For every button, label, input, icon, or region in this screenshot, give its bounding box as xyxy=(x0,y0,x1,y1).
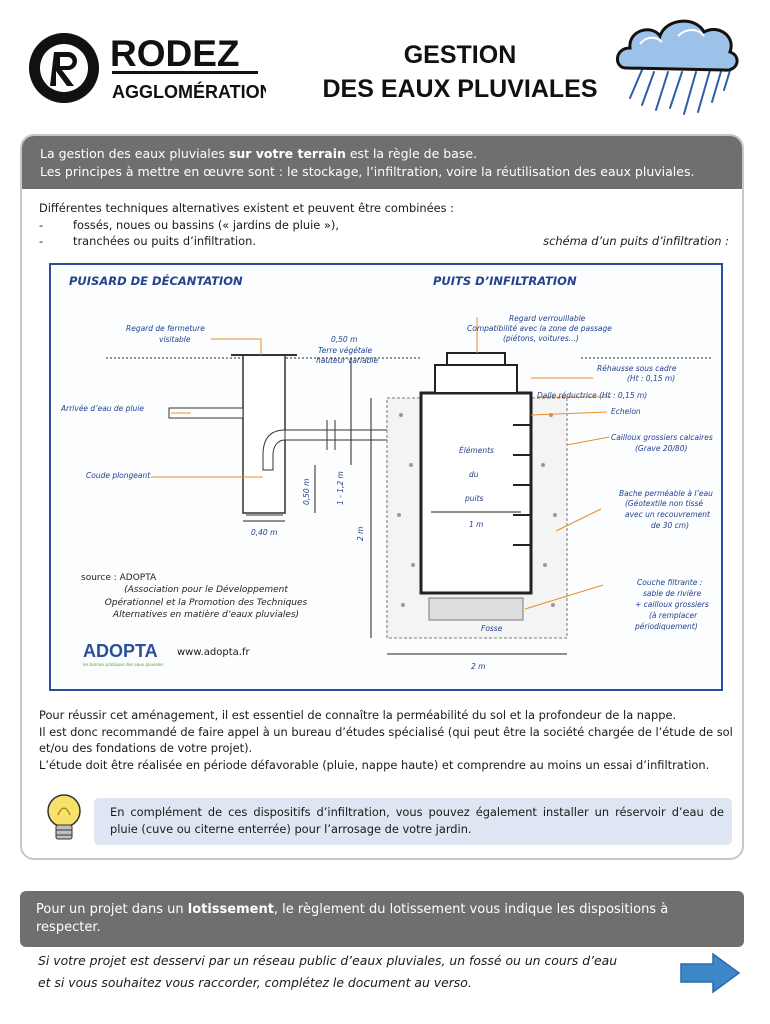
label-cailloux-grossiers: + cailloux grossiers xyxy=(635,600,709,609)
label-regard-fermeture-2: visitable xyxy=(159,335,191,344)
advice-line-2: Il est donc recommandé de faire appel à … xyxy=(39,724,733,756)
lotissement-bold-text: lotissement xyxy=(187,902,274,917)
rain-cloud-icon xyxy=(612,10,742,120)
rodez-r-logo-icon: RODEZ AGGLOMÉRATION xyxy=(29,33,273,103)
diagram-source: source : ADOPTA (Association pour le Dév… xyxy=(81,572,311,621)
schema-caption: schéma d’un puits d’infiltration : xyxy=(543,234,729,248)
label-recouvrement: avec un recouvrement xyxy=(625,510,711,519)
label-echelon: Echelon xyxy=(611,407,641,416)
label-rehausse: Réhausse sous cadre xyxy=(597,364,677,373)
label-terre-vegetale: Terre végétale xyxy=(318,346,372,355)
label-compatibilite: Compatibilité avec la zone de passage xyxy=(467,324,612,333)
label-dim-040: 0,40 m xyxy=(251,528,277,537)
bullet-marker: - xyxy=(39,234,44,248)
arrow-right-icon xyxy=(679,952,741,994)
bullet-text: fossés, noues ou bassins (« jardins de p… xyxy=(73,217,339,232)
label-grave: (Grave 20/80) xyxy=(635,444,687,453)
label-regard-fermeture: Regard de fermeture xyxy=(126,324,205,333)
label-cailloux: Cailloux grossiers calcaires xyxy=(611,433,713,442)
rodez-agglomeration-logo: RODEZ AGGLOMÉRATION xyxy=(26,28,273,108)
tip-rainwater-tank: En complément de ces dispositifs d’infil… xyxy=(94,798,732,845)
lightbulb-icon xyxy=(42,791,86,847)
label-puits: puits xyxy=(464,494,484,503)
label-regard-verrouillable: Regard verrouillable xyxy=(509,314,586,323)
left-diagram-title: PUISARD DE DÉCANTATION xyxy=(69,273,243,288)
adopta-logo-text: ADOPTA xyxy=(83,641,158,661)
advice-paragraph: Pour réussir cet aménagement, il est ess… xyxy=(39,707,739,773)
banner-line-2: Les principes à mettre en œuvre sont : l… xyxy=(40,164,695,179)
label-pietons: (piétons, voitures...) xyxy=(503,334,579,343)
lotissement-banner: Pour un projet dans un lotissement, le r… xyxy=(20,891,744,947)
title-line-2: DES EAUX PLUVIALES xyxy=(322,75,598,103)
label-du: du xyxy=(469,470,479,479)
adopta-website: www.adopta.fr xyxy=(177,647,250,658)
banner-line-1: La gestion des eaux pluviales sur votre … xyxy=(40,145,724,163)
bullet-marker: - xyxy=(39,217,44,232)
label-bache: Bache perméable à l’eau xyxy=(619,489,713,498)
label-geotextile: (Géotextile non tissé xyxy=(625,499,703,508)
lotissement-text: , le règlement du lotissement vous indiq… xyxy=(36,902,669,935)
techniques-lead: Différentes techniques alternatives exis… xyxy=(39,201,454,215)
bullet-item: - tranchées ou puits d’infiltration. schém… xyxy=(39,233,729,250)
label-dim-2m-horizontal: 2 m xyxy=(471,662,485,671)
banner-text: est la règle de base. xyxy=(345,146,478,161)
techniques-intro: Différentes techniques alternatives exis… xyxy=(39,200,729,250)
advice-line-3: L’étude doit être réalisée en période dé… xyxy=(39,757,710,772)
source-label: source : ADOPTA xyxy=(81,573,157,583)
label-dim-1m: 1 m xyxy=(469,520,483,529)
label-sable: sable de rivière xyxy=(643,589,701,598)
logo-brand: RODEZ xyxy=(110,33,240,74)
label-couche: Couche filtrante : xyxy=(637,578,702,587)
label-periodiquement: périodiquement) xyxy=(634,622,698,631)
page-title: GESTION DES EAUX PLUVIALES xyxy=(300,38,620,106)
footer-instructions: Si votre projet est desservi par un rése… xyxy=(38,950,648,994)
bullet-item: - fossés, noues ou bassins (« jardins de … xyxy=(39,217,729,234)
label-a-remplacer: (à remplacer xyxy=(649,611,698,620)
banner-bold-text: sur votre terrain xyxy=(228,146,346,161)
label-dim-1-1-2: 1 - 1,2 m xyxy=(336,471,345,505)
label-elements: Éléments xyxy=(459,446,494,455)
label-coude: Coude plongeant xyxy=(86,471,151,480)
schema-drawing: PUISARD DE DÉCANTATION PUITS D’INFILTRAT… xyxy=(60,273,713,671)
label-30cm: de 30 cm) xyxy=(651,521,689,530)
logo-subtitle: AGGLOMÉRATION xyxy=(112,81,266,102)
footer-line-2: et si vous souhaitez vous raccorder, com… xyxy=(38,975,472,990)
source-detail: (Association pour le Développement Opéra… xyxy=(104,585,308,620)
footer-line-1: Si votre projet est desservi par un rése… xyxy=(38,953,618,968)
bullet-text: tranchées ou puits d’infiltration. xyxy=(73,234,256,248)
label-arrivee-eau: Arrivée d’eau de pluie xyxy=(60,404,144,413)
right-diagram-title: PUITS D’INFILTRATION xyxy=(433,274,577,288)
label-rehausse-ht: (Ht : 0,15 m) xyxy=(627,374,675,383)
label-dim-050: 0,50 m xyxy=(331,335,357,344)
infiltration-well-diagram: PUISARD DE DÉCANTATION PUITS D’INFILTRAT… xyxy=(49,263,723,691)
advice-line-1: Pour réussir cet aménagement, il est ess… xyxy=(39,708,677,722)
label-dim-050-vertical: 0,50 m xyxy=(302,479,311,505)
main-content-frame: La gestion des eaux pluviales sur votre … xyxy=(20,134,744,860)
banner-text: La gestion des eaux pluviales xyxy=(40,146,229,161)
banner-intro: La gestion des eaux pluviales sur votre … xyxy=(22,136,742,189)
lotissement-text: Pour un projet dans un xyxy=(36,902,188,917)
label-fosse: Fosse xyxy=(481,624,503,633)
label-hauteur-variable: hauteur variable xyxy=(316,356,379,365)
label-dalle: Dalle réductrice (Ht : 0,15 m) xyxy=(537,391,647,400)
label-dim-2m-vertical: 2 m xyxy=(356,527,365,541)
adopta-tagline: les bonnes pratiques des eaux pluviales xyxy=(83,662,163,667)
title-line-1: GESTION xyxy=(403,41,517,69)
